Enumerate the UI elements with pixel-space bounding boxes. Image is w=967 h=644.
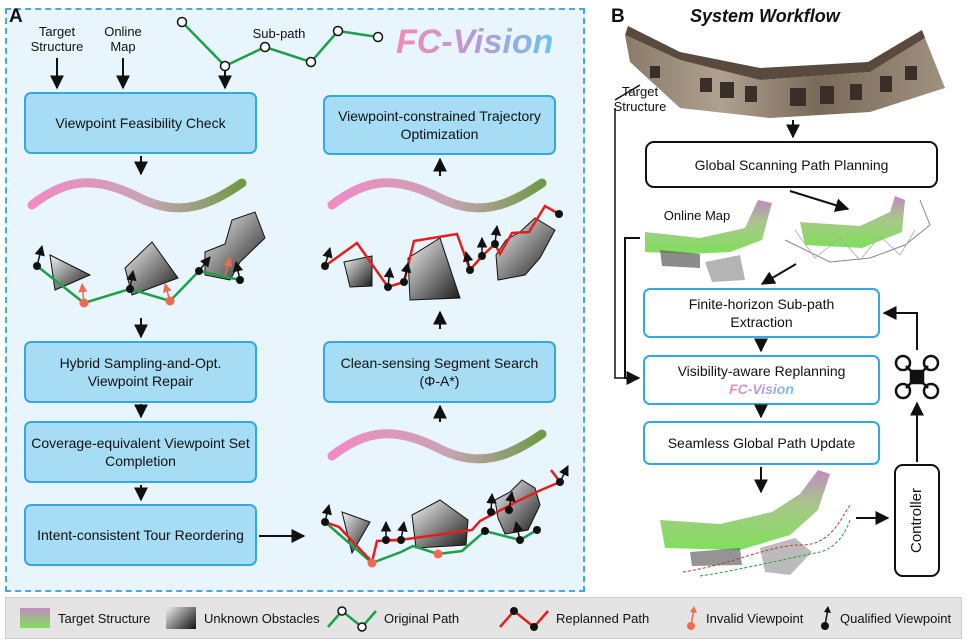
qualified-viewpoint-icon bbox=[821, 606, 831, 630]
input-target-structure: Target Structure bbox=[30, 24, 84, 54]
legend-replanned-path: Replanned Path bbox=[496, 598, 649, 638]
step-viewpoint-repair: Hybrid Sampling-and-Opt. Viewpoint Repai… bbox=[24, 341, 257, 403]
drone-icon bbox=[894, 354, 940, 400]
legend-invalid-viewpoint-label: Invalid Viewpoint bbox=[706, 610, 804, 626]
input-sub-path: Sub-path bbox=[252, 26, 306, 41]
legend-qualified-viewpoint-label: Qualified Viewpoint bbox=[840, 610, 952, 626]
step-subpath-extraction: Finite-horizon Sub-path Extraction bbox=[643, 288, 880, 338]
scene-reordering bbox=[321, 465, 569, 568]
step-tour-reordering: Intent-consistent Tour Reordering bbox=[24, 504, 257, 566]
step-set-completion: Coverage-equivalent Viewpoint Set Comple… bbox=[24, 421, 257, 483]
step-global-scanning: Global Scanning Path Planning bbox=[645, 141, 938, 188]
panel-b-arrows bbox=[614, 84, 924, 525]
legend-qualified-viewpoint: Qualified Viewpoint bbox=[818, 598, 951, 638]
panel-a-letter: A bbox=[9, 6, 23, 27]
b-online-map-label: Online Map bbox=[663, 208, 731, 223]
panel-b-letter: B bbox=[611, 6, 625, 27]
online-map-scan bbox=[645, 200, 772, 282]
panel-a-flow-arrows bbox=[134, 156, 447, 543]
panel-a-input-arrows bbox=[50, 58, 232, 90]
replanned-path-icon bbox=[499, 607, 549, 631]
controller-box: Controller bbox=[894, 464, 940, 577]
legend-replanned-path-label: Replanned Path bbox=[556, 610, 650, 626]
target-wave-3 bbox=[327, 429, 547, 464]
scene-trajectory bbox=[321, 204, 563, 301]
step-segment-search: Clean-sensing Segment Search (Φ-A*) bbox=[323, 341, 556, 403]
panel-b-title: System Workflow bbox=[690, 6, 840, 26]
scene-feasibility bbox=[33, 211, 266, 308]
obstacle-swatch bbox=[166, 607, 196, 629]
building-point-cloud bbox=[625, 26, 945, 118]
legend-original-path: Original Path bbox=[324, 598, 459, 638]
input-online-map: Online Map bbox=[104, 24, 142, 54]
target-wave-2 bbox=[327, 178, 547, 213]
step-global-update: Seamless Global Path Update bbox=[643, 421, 880, 465]
step-visibility-replanning: Visibility-aware Replanning FC-Vision bbox=[643, 355, 880, 405]
legend-target-structure-label: Target Structure bbox=[58, 610, 151, 626]
legend-original-path-label: Original Path bbox=[384, 610, 460, 626]
legend-unknown-obstacles-label: Unknown Obstacles bbox=[204, 610, 320, 626]
sub-path-icon bbox=[176, 16, 384, 72]
replanning-label: Visibility-aware Replanning bbox=[677, 363, 846, 379]
invalid-viewpoint-icon bbox=[687, 606, 697, 630]
legend-target-structure: Target Structure bbox=[20, 598, 151, 638]
original-path-icon bbox=[327, 606, 377, 632]
target-wave-1 bbox=[27, 178, 247, 213]
b-target-structure-label: Target Structure bbox=[613, 84, 667, 114]
legend-unknown-obstacles: Unknown Obstacles bbox=[166, 598, 320, 638]
global-path-scan bbox=[784, 196, 931, 263]
legend-invalid-viewpoint: Invalid Viewpoint bbox=[684, 598, 803, 638]
target-structure-swatch bbox=[20, 608, 50, 628]
update-result-scan bbox=[660, 470, 851, 577]
replanning-brand: FC-Vision bbox=[729, 381, 794, 397]
step-feasibility-check: Viewpoint Feasibility Check bbox=[24, 92, 257, 154]
fc-vision-logo: FC-Vision bbox=[396, 23, 554, 61]
step-trajectory-optimization: Viewpoint-constrained Trajectory Optimiz… bbox=[323, 95, 556, 155]
legend: Target Structure Unknown Obstacles Origi… bbox=[5, 597, 962, 639]
